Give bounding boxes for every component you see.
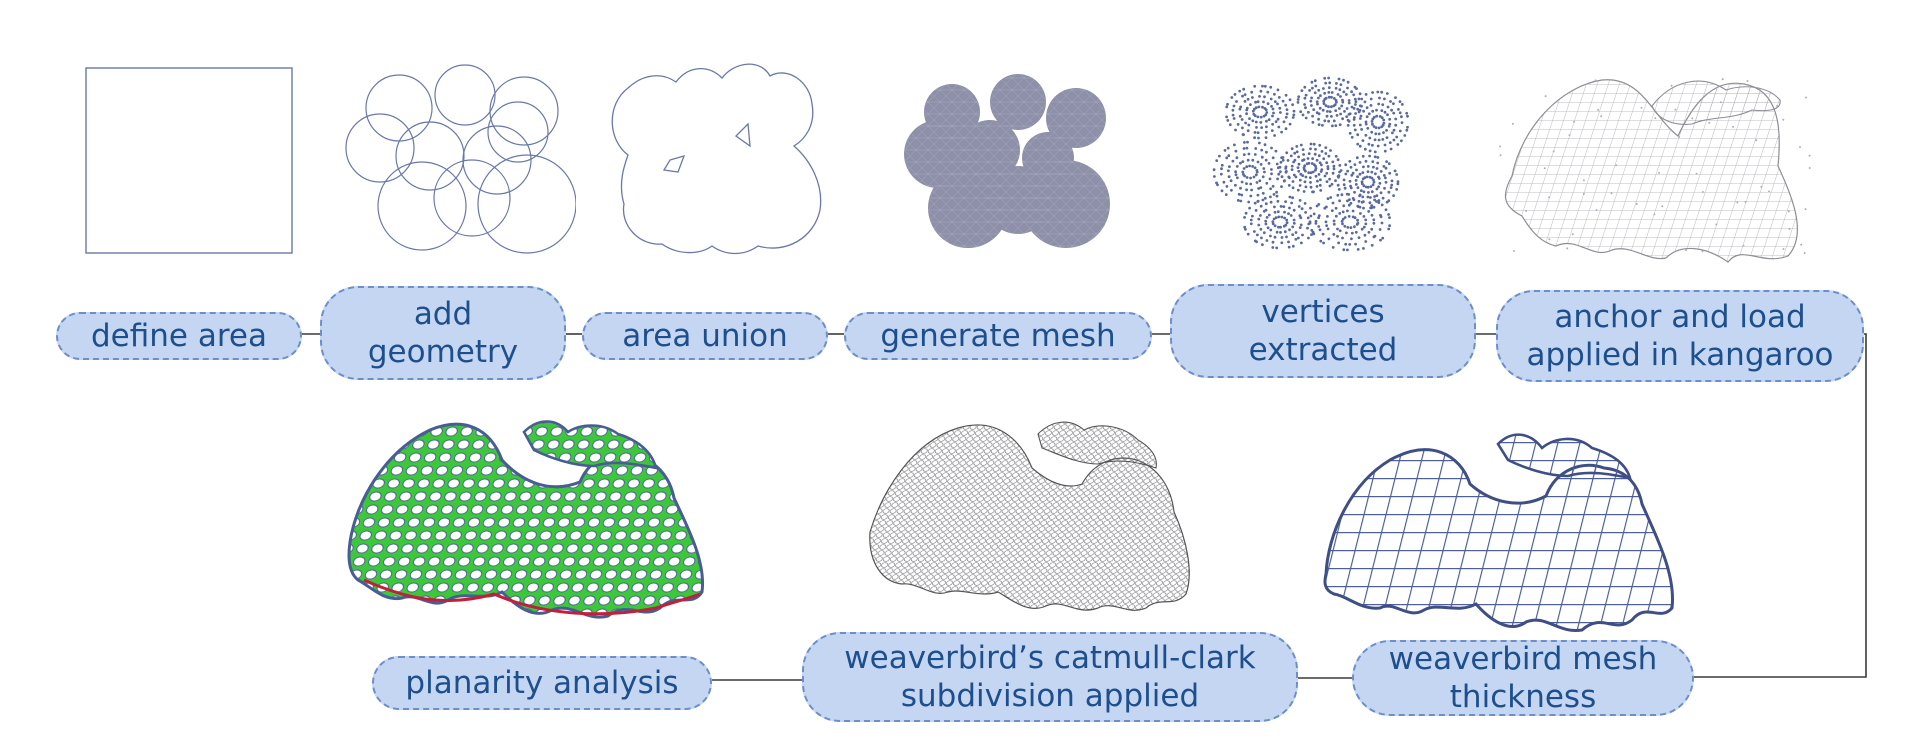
square-outline-icon [85,67,293,254]
step-define-area[interactable]: define area [56,312,302,360]
step-weaverbird-mesh-thickness[interactable]: weaverbird mesh thickness [1352,640,1694,716]
step-generate-mesh[interactable]: generate mesh [844,312,1152,360]
step-area-union[interactable]: area union [582,312,828,360]
step-add-geometry[interactable]: add geometry [320,286,566,380]
filled-mesh-icon [904,74,1110,248]
fine-wireframe-shell-icon [869,421,1190,611]
wireframe-shell-icon [1499,78,1811,263]
connector-6-7 [1694,333,1867,678]
thick-grid-shell-icon [1323,433,1675,633]
step-anchor-and-load[interactable]: anchor and load applied in kangaroo [1496,290,1864,382]
step-vertices-extracted[interactable]: vertices extracted [1170,284,1476,378]
planarity-shell-icon [347,420,705,619]
step-catmull-clark-subdivision[interactable]: weaverbird’s catmull-clark subdivision a… [802,632,1298,722]
step-planarity-analysis[interactable]: planarity analysis [372,656,712,710]
union-outline-icon [611,63,822,255]
vertex-dot-cloud-icon [1212,76,1409,252]
overlapping-circles-icon [345,64,576,254]
